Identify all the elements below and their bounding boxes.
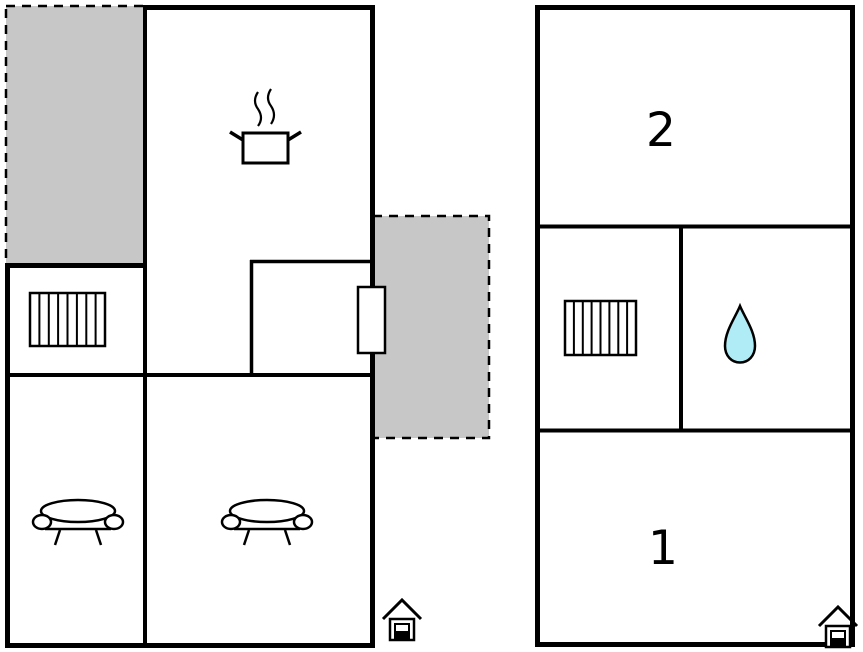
room-1-label: 1 [648, 521, 678, 576]
left-unit-walls [5, 5, 375, 648]
left-unit [4, 4, 491, 648]
room-2-label: 2 [646, 103, 676, 158]
stairs-icon [563, 299, 638, 357]
wall [535, 5, 855, 647]
terrace-right-side [371, 214, 491, 440]
water-drop-icon [723, 302, 757, 364]
pot-handle [287, 130, 302, 142]
wall [5, 5, 375, 648]
door-opening [356, 285, 387, 355]
pot-handle [229, 130, 244, 142]
pot-body [241, 131, 290, 165]
steam-icon [266, 88, 276, 125]
cooking-pot-icon [229, 88, 302, 165]
terrace-top-left [4, 4, 147, 267]
right-unit: 2 1 [535, 5, 859, 649]
right-unit-walls [535, 5, 855, 647]
steam-icon [253, 91, 263, 127]
stairs-icon [28, 291, 107, 348]
